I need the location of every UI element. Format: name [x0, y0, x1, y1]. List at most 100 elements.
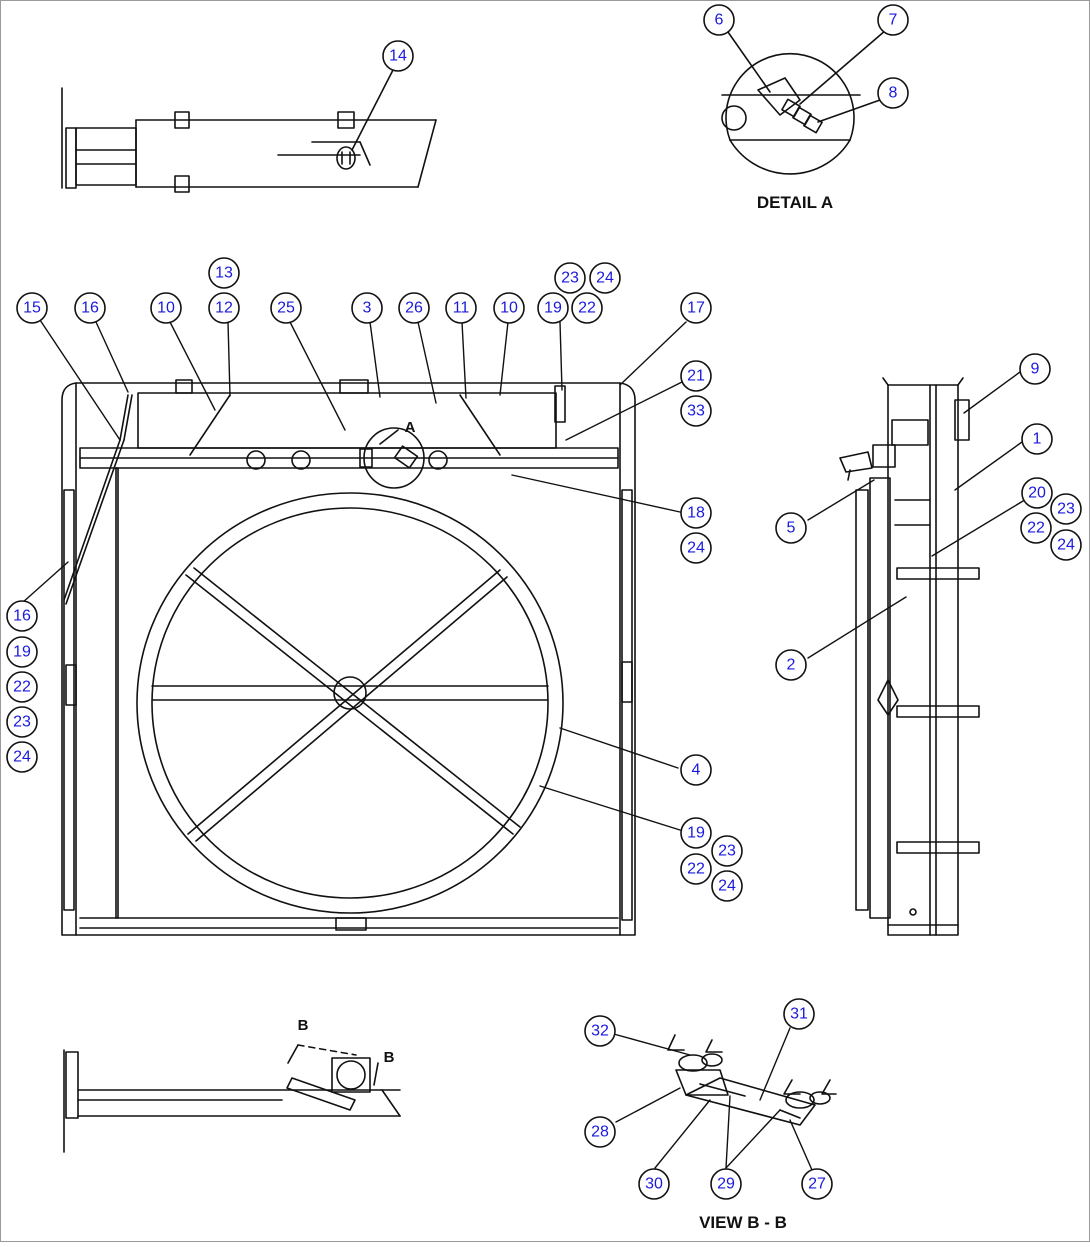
svg-text:17: 17: [687, 300, 705, 317]
callout-23b: 23: [1050, 493, 1082, 525]
callout-23a: 23: [554, 262, 586, 294]
callout-6: 6: [703, 4, 735, 36]
svg-text:23: 23: [13, 714, 31, 731]
svg-text:9: 9: [1031, 361, 1040, 378]
svg-text:11: 11: [453, 300, 470, 317]
svg-text:24: 24: [1057, 537, 1075, 554]
detail-a-reference: A: [405, 419, 416, 436]
callout-24d: 24: [6, 741, 38, 773]
callout-1: 1: [1021, 423, 1053, 455]
callout-23d: 23: [711, 835, 743, 867]
svg-text:32: 32: [591, 1023, 609, 1040]
callout-8: 8: [877, 77, 909, 109]
svg-text:19: 19: [13, 644, 31, 661]
svg-text:29: 29: [717, 1176, 735, 1193]
svg-text:31: 31: [790, 1006, 808, 1023]
callout-22d: 22: [680, 853, 712, 885]
svg-text:26: 26: [405, 300, 423, 317]
svg-text:28: 28: [591, 1124, 609, 1141]
callout-13: 13: [208, 257, 240, 289]
svg-text:10: 10: [157, 300, 175, 317]
callout-29: 29: [710, 1168, 742, 1200]
callout-7: 7: [877, 4, 909, 36]
bottom-left-partial-view: [63, 1044, 401, 1153]
callout-24b: 24: [1050, 529, 1082, 561]
svg-text:16: 16: [81, 300, 99, 317]
main-front-view: [61, 379, 636, 936]
callout-21: 21: [680, 360, 712, 392]
callout-15: 15: [16, 292, 48, 324]
callout-32: 32: [584, 1015, 616, 1047]
detail-a-label: DETAIL A: [757, 193, 833, 212]
svg-text:15: 15: [23, 300, 41, 317]
callout-4: 4: [680, 754, 712, 786]
callout-24c: 24: [680, 532, 712, 564]
svg-text:12: 12: [215, 300, 233, 317]
callout-31: 31: [783, 998, 815, 1030]
svg-text:23: 23: [561, 270, 579, 287]
svg-text:24: 24: [687, 540, 705, 557]
svg-text:24: 24: [13, 749, 31, 766]
svg-text:30: 30: [645, 1176, 663, 1193]
callout-18: 18: [680, 497, 712, 529]
svg-text:25: 25: [277, 300, 295, 317]
section-b-left-marker: B: [298, 1017, 309, 1034]
view-bb-label: VIEW B - B: [699, 1213, 787, 1232]
callout-20: 20: [1021, 477, 1053, 509]
callout-3: 3: [351, 292, 383, 324]
svg-text:18: 18: [687, 505, 705, 522]
callout-24a: 24: [589, 262, 621, 294]
svg-text:22: 22: [578, 300, 596, 317]
callout-10b: 10: [493, 292, 525, 324]
svg-text:33: 33: [687, 403, 705, 420]
callout-33: 33: [680, 395, 712, 427]
svg-text:6: 6: [715, 12, 724, 29]
svg-text:10: 10: [500, 300, 518, 317]
svg-text:23: 23: [1057, 501, 1075, 518]
section-b-right-marker: B: [384, 1049, 395, 1066]
svg-text:13: 13: [215, 265, 233, 282]
callout-30: 30: [638, 1168, 670, 1200]
svg-text:14: 14: [389, 48, 407, 65]
leader-lines: [21, 319, 1029, 1171]
side-view: [839, 377, 980, 936]
svg-text:19: 19: [687, 825, 705, 842]
callout-10a: 10: [150, 292, 182, 324]
callout-22a: 22: [571, 292, 603, 324]
callout-19b: 19: [6, 636, 38, 668]
callout-25: 25: [270, 292, 302, 324]
callout-23c: 23: [6, 706, 38, 738]
callout-16b: 16: [6, 600, 38, 632]
top-left-partial-view: [61, 69, 437, 193]
callout-24e: 24: [711, 870, 743, 902]
svg-text:24: 24: [596, 270, 614, 287]
callout-26: 26: [398, 292, 430, 324]
callout-9: 9: [1019, 353, 1051, 385]
svg-text:2: 2: [787, 657, 796, 674]
callout-19a: 19: [537, 292, 569, 324]
svg-text:22: 22: [1027, 520, 1045, 537]
svg-text:1: 1: [1033, 431, 1042, 448]
svg-text:3: 3: [363, 300, 372, 317]
svg-text:8: 8: [889, 85, 898, 102]
detail-a-view: [721, 29, 887, 175]
svg-text:24: 24: [718, 878, 736, 895]
callout-28: 28: [584, 1116, 616, 1148]
svg-text:22: 22: [13, 679, 31, 696]
callout-5: 5: [775, 512, 807, 544]
svg-text:4: 4: [692, 762, 701, 779]
callout-2: 2: [775, 649, 807, 681]
callout-balloons: 6 7 8 14 13 23 24 15 16 10 12 25 3 26 11…: [6, 4, 1082, 1200]
callout-22b: 22: [1020, 512, 1052, 544]
callout-16a: 16: [74, 292, 106, 324]
callout-12: 12: [208, 292, 240, 324]
callout-22c: 22: [6, 671, 38, 703]
callout-11: 11: [445, 292, 477, 324]
svg-text:27: 27: [808, 1176, 826, 1193]
callout-17: 17: [680, 292, 712, 324]
svg-text:7: 7: [889, 12, 898, 29]
svg-text:22: 22: [687, 861, 705, 878]
svg-text:19: 19: [544, 300, 562, 317]
